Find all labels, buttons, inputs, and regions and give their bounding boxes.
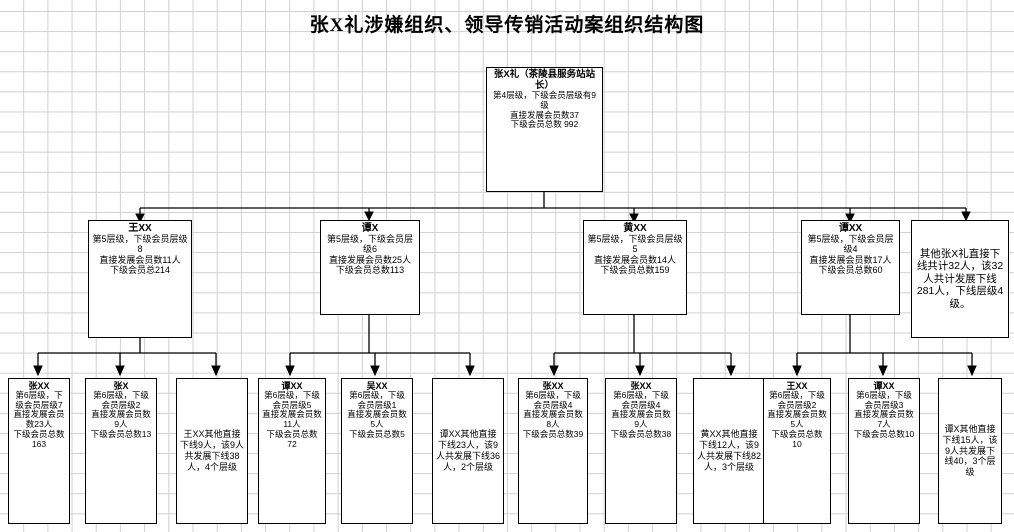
node-level3-tanxx-4-line3: 下级会员总数72 bbox=[266, 428, 318, 449]
node-level2-tanx-line3: 下级会员总数113 bbox=[335, 264, 405, 275]
node-level2-tanx-line1: 第5层级，下级会员层级6 bbox=[326, 234, 413, 255]
chart-title: 张X礼涉嫌组织、领导传销活动案组织结构图 bbox=[309, 15, 705, 36]
node-level3-other-wang[interactable]: 王XX其他直接下线9人，该9人共发展下线38人，4个层级 bbox=[176, 378, 248, 524]
node-level3-tanxx-11-line3: 下级会员总数10 bbox=[853, 428, 915, 439]
node-level3-wuxx-5-line3: 下级会员总数5 bbox=[349, 428, 405, 439]
node-level3-zhangx-2-line2: 直接发展会员数9人 bbox=[91, 409, 151, 430]
node-level3-zhangxx-7-line1: 第6层级，下级会员层级4 bbox=[525, 390, 581, 410]
node-level3-other-wang-text: 王XX其他直接下线9人，该9人共发展下线38人，4个层级 bbox=[180, 429, 245, 472]
node-level3-other-tanx-text: 谭X其他直接下线15人，该9人共发展下线40，3个层级 bbox=[942, 424, 998, 478]
node-root-name: 张X礼（茶陵县服务站站长） bbox=[493, 69, 596, 91]
node-level2-wang[interactable]: 王XX 第5层级，下级会员层级8 直接发展会员数11人 下级会员总214 bbox=[88, 220, 192, 338]
node-level3-zhangxx-7-name: 张XX bbox=[542, 381, 564, 391]
node-level3-wangxx-10-name: 王XX bbox=[786, 381, 808, 391]
node-level3-tanxx-11-name: 谭XX bbox=[873, 381, 895, 391]
node-level2-huang[interactable]: 黄XX 第5层级，下级会员层级5 直接发展会员数14人 下级会员总数159 bbox=[583, 220, 687, 315]
node-level3-tanxx-4[interactable]: 谭XX 第6层级，下级会员层级5 直接发展会员数11人 下级会员总数72 bbox=[258, 378, 326, 524]
node-level3-zhangxx-7-line2: 直接发展会员数8人 bbox=[523, 409, 583, 430]
node-level3-wuxx-5-line1: 第6层级，下级会员层级1 bbox=[349, 390, 405, 410]
node-level3-zhangxx-1-line3: 下级会员总数163 bbox=[13, 428, 65, 449]
node-level2-huang-line3: 下级会员总数159 bbox=[600, 264, 670, 275]
node-level3-wangxx-10-line3: 下级会员总数10 bbox=[771, 428, 823, 449]
node-level2-tanxx-line1: 第5层级，下级会员层级4 bbox=[807, 234, 894, 255]
node-level3-zhangxx-8-line1: 第6层级，下级会员层级4 bbox=[613, 390, 669, 410]
node-level2-huang-line1: 第5层级，下级会员层级5 bbox=[587, 234, 683, 255]
node-level3-zhangxx-7-line3: 下级会员总数39 bbox=[522, 428, 584, 439]
node-level2-tanxx-line2: 直接发展会员数17人 bbox=[809, 254, 892, 265]
node-level3-zhangxx-8[interactable]: 张XX 第6层级，下级会员层级4 直接发展会员数9人 下级会员总数38 bbox=[605, 378, 677, 524]
node-level2-tanx-name: 谭X bbox=[361, 223, 379, 234]
node-level2-tanxx[interactable]: 谭XX 第5层级，下级会员层级4 直接发展会员数17人 下级会员总数60 bbox=[801, 220, 900, 315]
node-level2-tanx-line2: 直接发展会员数25人 bbox=[328, 254, 411, 265]
node-level3-other-huang[interactable]: 黄XX其他直接下线12人，该9人共发展下线82人，3个层级 bbox=[693, 378, 765, 524]
node-level3-other-tanxx[interactable]: 谭XX其他直接下线23人，该9人共发展下线36人，2个层级 bbox=[432, 378, 504, 524]
node-level3-tanxx-11-line2: 直接发展会员数7人 bbox=[854, 409, 914, 430]
node-level3-wangxx-10-line2: 直接发展会员数5人 bbox=[767, 409, 827, 430]
node-level3-other-tanxx-text: 谭XX其他直接下线23人，该9人共发展下线36人，2个层级 bbox=[436, 429, 501, 472]
node-level2-huang-name: 黄XX bbox=[623, 223, 647, 234]
node-level3-zhangx-2-line1: 第6层级，下级会员层级2 bbox=[93, 390, 149, 410]
node-level2-wang-line3: 下级会员总214 bbox=[109, 264, 171, 275]
node-level3-zhangxx-1-line2: 直接发展会员数23人 bbox=[13, 409, 65, 430]
node-level2-wang-name: 王XX bbox=[128, 223, 152, 234]
node-level2-wang-line1: 第5层级，下级会员层级8 bbox=[92, 234, 188, 255]
node-level3-zhangx-2-line3: 下级会员总数13 bbox=[90, 428, 152, 439]
node-level3-zhangx-2-name: 张X bbox=[113, 381, 129, 391]
node-level2-tanxx-line3: 下级会员总数60 bbox=[818, 264, 883, 275]
node-level2-other-zhang[interactable]: 其他张X礼直接下线共计32人，该32人共计发展下线281人，下线层级4级。 bbox=[911, 220, 1009, 338]
node-level3-tanxx-11[interactable]: 谭XX 第6层级，下级会员层级3 直接发展会员数7人 下级会员总数10 bbox=[848, 378, 920, 524]
node-root-line3: 下级会员总数 992 bbox=[510, 119, 579, 130]
node-level3-tanxx-11-line1: 第6层级，下级会员层级3 bbox=[856, 390, 912, 410]
node-level3-wangxx-10[interactable]: 王XX 第6层级，下级会员层级2 直接发展会员数5人 下级会员总数10 bbox=[763, 378, 831, 524]
node-root-line1: 第4层级，下级会员层级有9级 bbox=[493, 90, 596, 110]
node-level3-zhangxx-8-name: 张XX bbox=[630, 381, 652, 391]
node-root[interactable]: 张X礼（茶陵县服务站站长） 第4层级，下级会员层级有9级 直接发展会员数37 下… bbox=[486, 67, 603, 192]
node-level2-other-zhang-text: 其他张X礼直接下线共计32人，该32人共计发展下线281人，下线层级4级。 bbox=[916, 247, 1004, 310]
node-level3-tanxx-4-line2: 直接发展会员数11人 bbox=[262, 409, 322, 430]
node-level2-huang-line2: 直接发展会员数14人 bbox=[593, 254, 676, 265]
node-level3-other-tanx[interactable]: 谭X其他直接下线15人，该9人共发展下线40，3个层级 bbox=[938, 378, 1002, 524]
node-level3-zhangxx-8-line2: 直接发展会员数9人 bbox=[611, 409, 671, 430]
node-level3-zhangxx-1[interactable]: 张XX 第6层级，下级会员层级7 直接发展会员数23人 下级会员总数163 bbox=[8, 378, 70, 524]
node-level3-zhangxx-8-line3: 下级会员总数38 bbox=[610, 428, 672, 439]
node-level3-tanxx-4-name: 谭XX bbox=[281, 381, 303, 391]
node-root-line2: 直接发展会员数37 bbox=[510, 109, 579, 120]
node-level3-other-huang-text: 黄XX其他直接下线12人，该9人共发展下线82人，3个层级 bbox=[697, 429, 762, 472]
node-level3-wuxx-5[interactable]: 吴XX 第6层级，下级会员层级1 直接发展会员数5人 下级会员总数5 bbox=[341, 378, 413, 524]
node-level2-wang-line2: 直接发展会员数11人 bbox=[99, 254, 181, 265]
node-level2-tanx[interactable]: 谭X 第5层级，下级会员层级6 直接发展会员数25人 下级会员总数113 bbox=[320, 220, 420, 315]
node-level3-zhangx-2[interactable]: 张X 第6层级，下级会员层级2 直接发展会员数9人 下级会员总数13 bbox=[85, 378, 157, 524]
node-level2-tanxx-name: 谭XX bbox=[838, 223, 863, 234]
node-level3-tanxx-4-line1: 第6层级，下级会员层级5 bbox=[264, 390, 320, 410]
node-level3-zhangxx-1-line1: 第6层级，下级会员层级7 bbox=[15, 390, 63, 410]
node-level3-wuxx-5-name: 吴XX bbox=[366, 381, 388, 391]
node-level3-wangxx-10-line1: 第6层级，下级会员层级2 bbox=[769, 390, 825, 410]
node-level3-zhangxx-7[interactable]: 张XX 第6层级，下级会员层级4 直接发展会员数8人 下级会员总数39 bbox=[518, 378, 588, 524]
node-level3-zhangxx-1-name: 张XX bbox=[28, 381, 50, 391]
node-level3-wuxx-5-line2: 直接发展会员数5人 bbox=[347, 409, 407, 430]
